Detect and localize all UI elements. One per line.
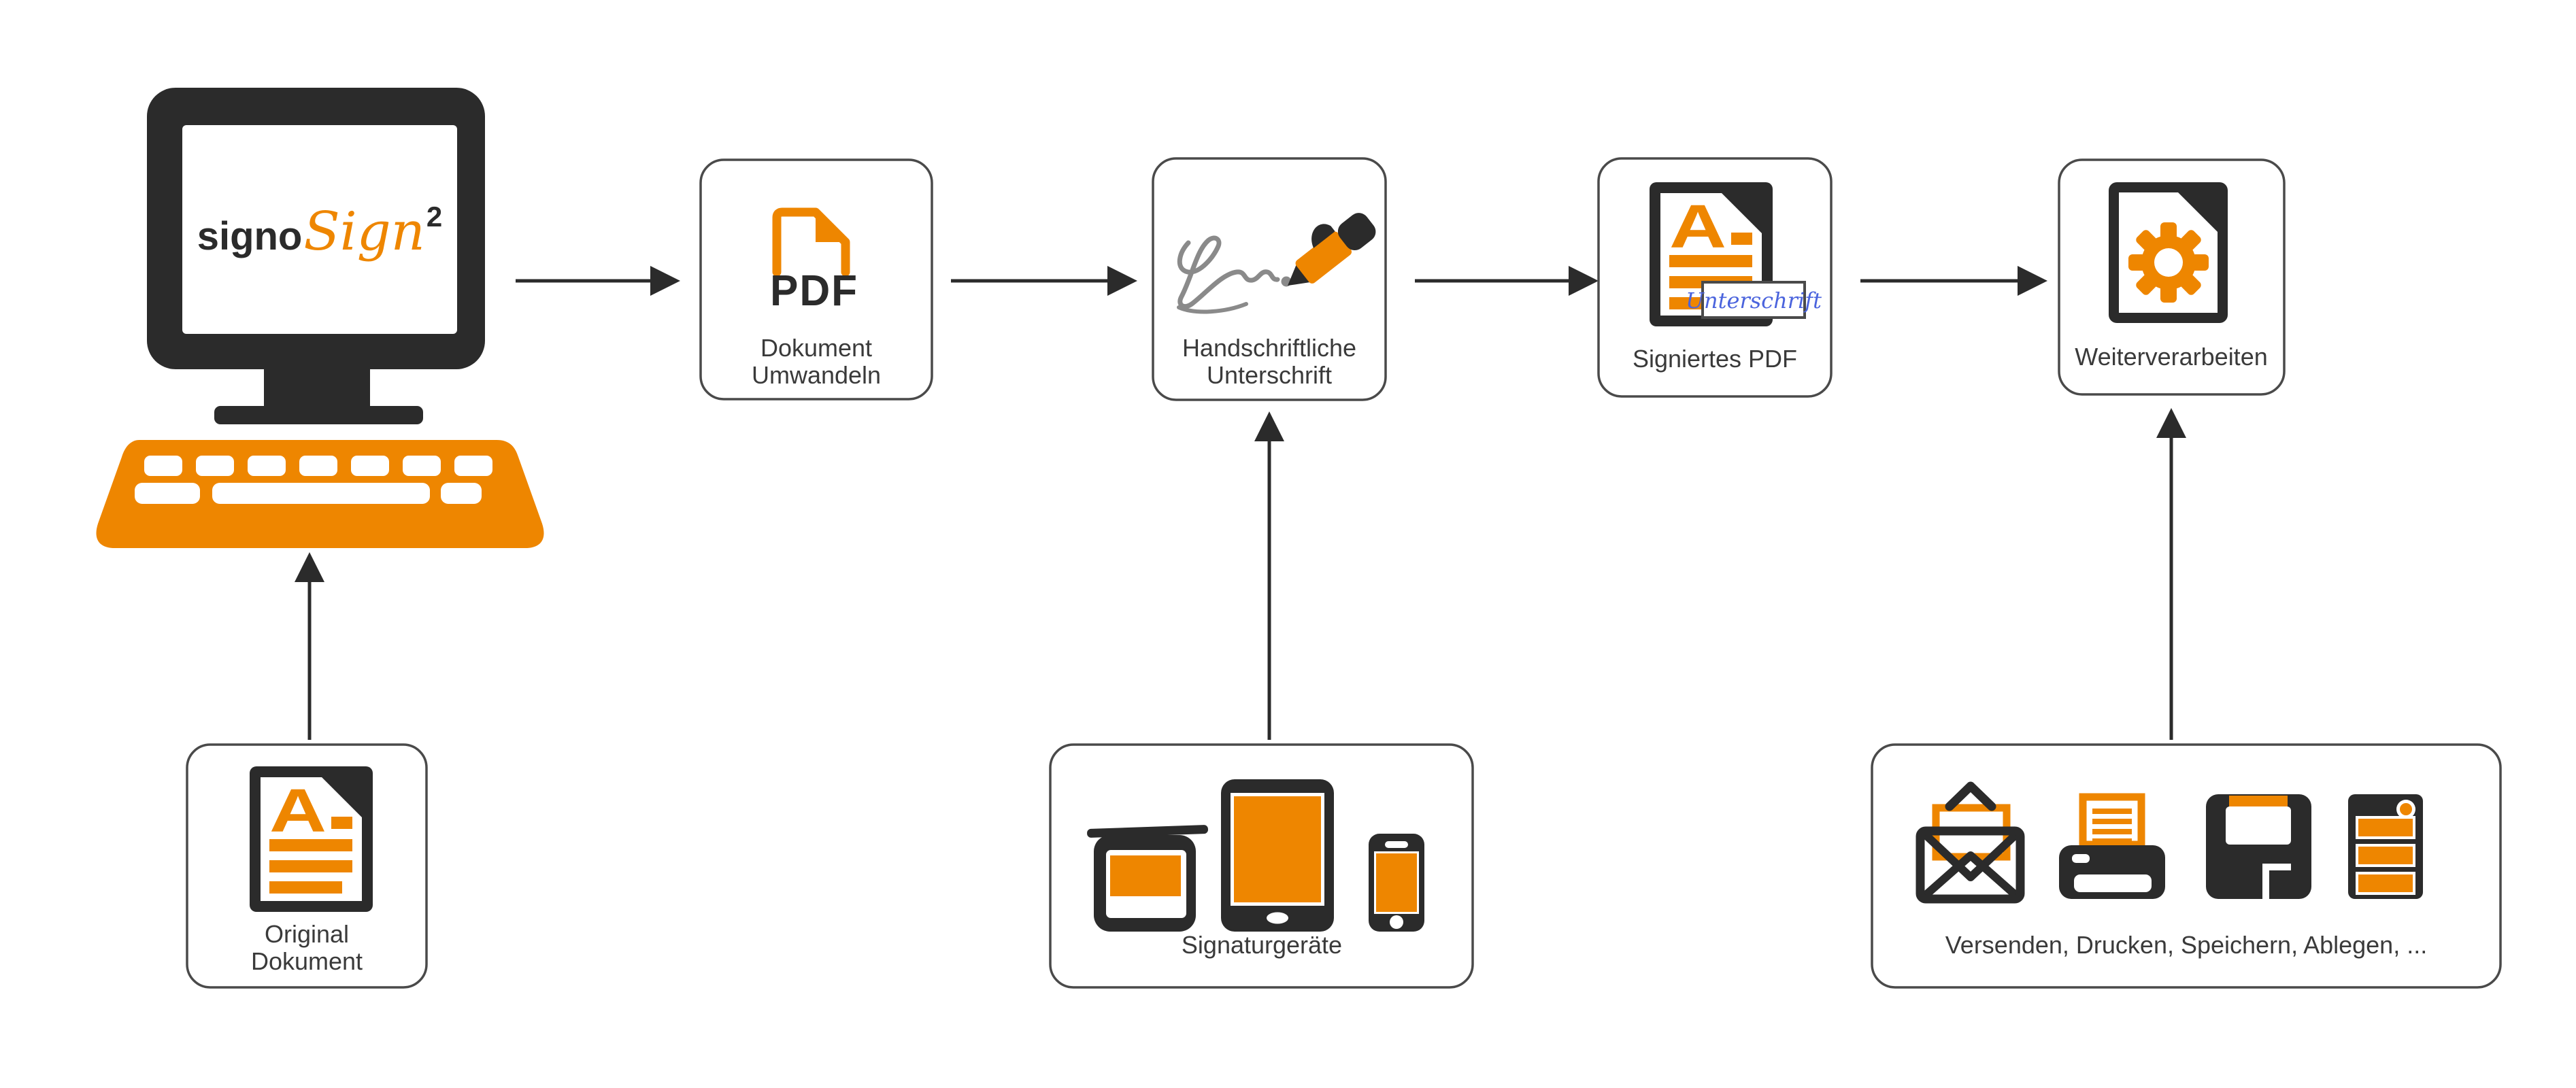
node-weiterverarbeiten: Weiterverarbeiten [2058, 158, 2286, 396]
node-verarbeitung-optionen: Versenden, Drucken, Speichern, Ablegen, … [1871, 743, 2502, 989]
signosign2-logo: signoSign2 [197, 201, 443, 262]
signature-field: Unterschrift [1686, 281, 1822, 319]
arrow-signed-pdf-to-processing [1860, 266, 2047, 296]
pdf-file-icon: PDF [770, 207, 858, 315]
node-label: Unterschrift [1207, 361, 1332, 389]
marker-pen [1288, 213, 1376, 286]
arrow-pdf-to-signature [951, 266, 1137, 296]
node-dokument-umwandeln: PDF Dokument Umwandeln [699, 158, 933, 401]
archive-server-icon [2348, 794, 2423, 899]
svg-text:A: A [1669, 193, 1726, 261]
gear-icon [2128, 222, 2209, 303]
node-signaturgeraete: Signaturgeräte [1049, 743, 1474, 989]
printer-icon [2059, 793, 2165, 899]
arrow-computer-to-pdf [516, 266, 680, 296]
signature-pad-icon [1087, 825, 1208, 932]
envelope-icon [1916, 781, 2025, 904]
node-label: Signaturgeräte [1182, 931, 1342, 959]
pad-pen [1087, 825, 1208, 838]
node-label: Versenden, Drucken, Speichern, Ablegen, … [1945, 931, 2427, 959]
node-label: Dokument [760, 334, 872, 362]
node-label: Umwandeln [752, 361, 881, 389]
node-original-dokument: A Original Dokument [186, 743, 428, 989]
svg-text:PDF: PDF [770, 266, 858, 315]
node-label: Dokument [251, 947, 363, 975]
arrow-original-to-computer [295, 552, 324, 740]
keyboard-keys [135, 456, 492, 504]
arrow-options-to-processing [2156, 408, 2186, 740]
smartphone-icon [1369, 834, 1424, 932]
node-label: Weiterverarbeiten [2075, 343, 2267, 371]
floppy-disk-icon [2206, 794, 2311, 899]
arrow-devices-to-signature [1254, 411, 1284, 740]
node-label: Handschriftliche [1182, 334, 1356, 362]
arrow-signature-to-signed-pdf [1415, 266, 1599, 296]
keyboard [96, 440, 544, 548]
signature-pen-icon [1177, 213, 1376, 314]
signed-document-icon: A Unterschrift [1650, 182, 1822, 326]
node-handschriftliche-unterschrift: Handschriftliche Unterschrift [1152, 157, 1387, 401]
svg-text:Unterschrift: Unterschrift [1686, 288, 1822, 313]
signature-scribble [1177, 235, 1280, 309]
monitor-stand-base [214, 406, 423, 424]
original-document-icon: A [250, 766, 373, 912]
node-signiertes-pdf: A Unterschrift Signiertes PDF [1597, 157, 1833, 398]
computer-workstation: signoSign2 [96, 88, 544, 548]
svg-text:A: A [269, 777, 327, 845]
tablet-icon [1221, 779, 1334, 932]
monitor-stand-neck [264, 367, 370, 407]
node-label: Signiertes PDF [1633, 345, 1797, 373]
document-gear-icon [2109, 182, 2228, 323]
monitor-screen [182, 125, 457, 334]
node-label: Original [265, 920, 349, 948]
